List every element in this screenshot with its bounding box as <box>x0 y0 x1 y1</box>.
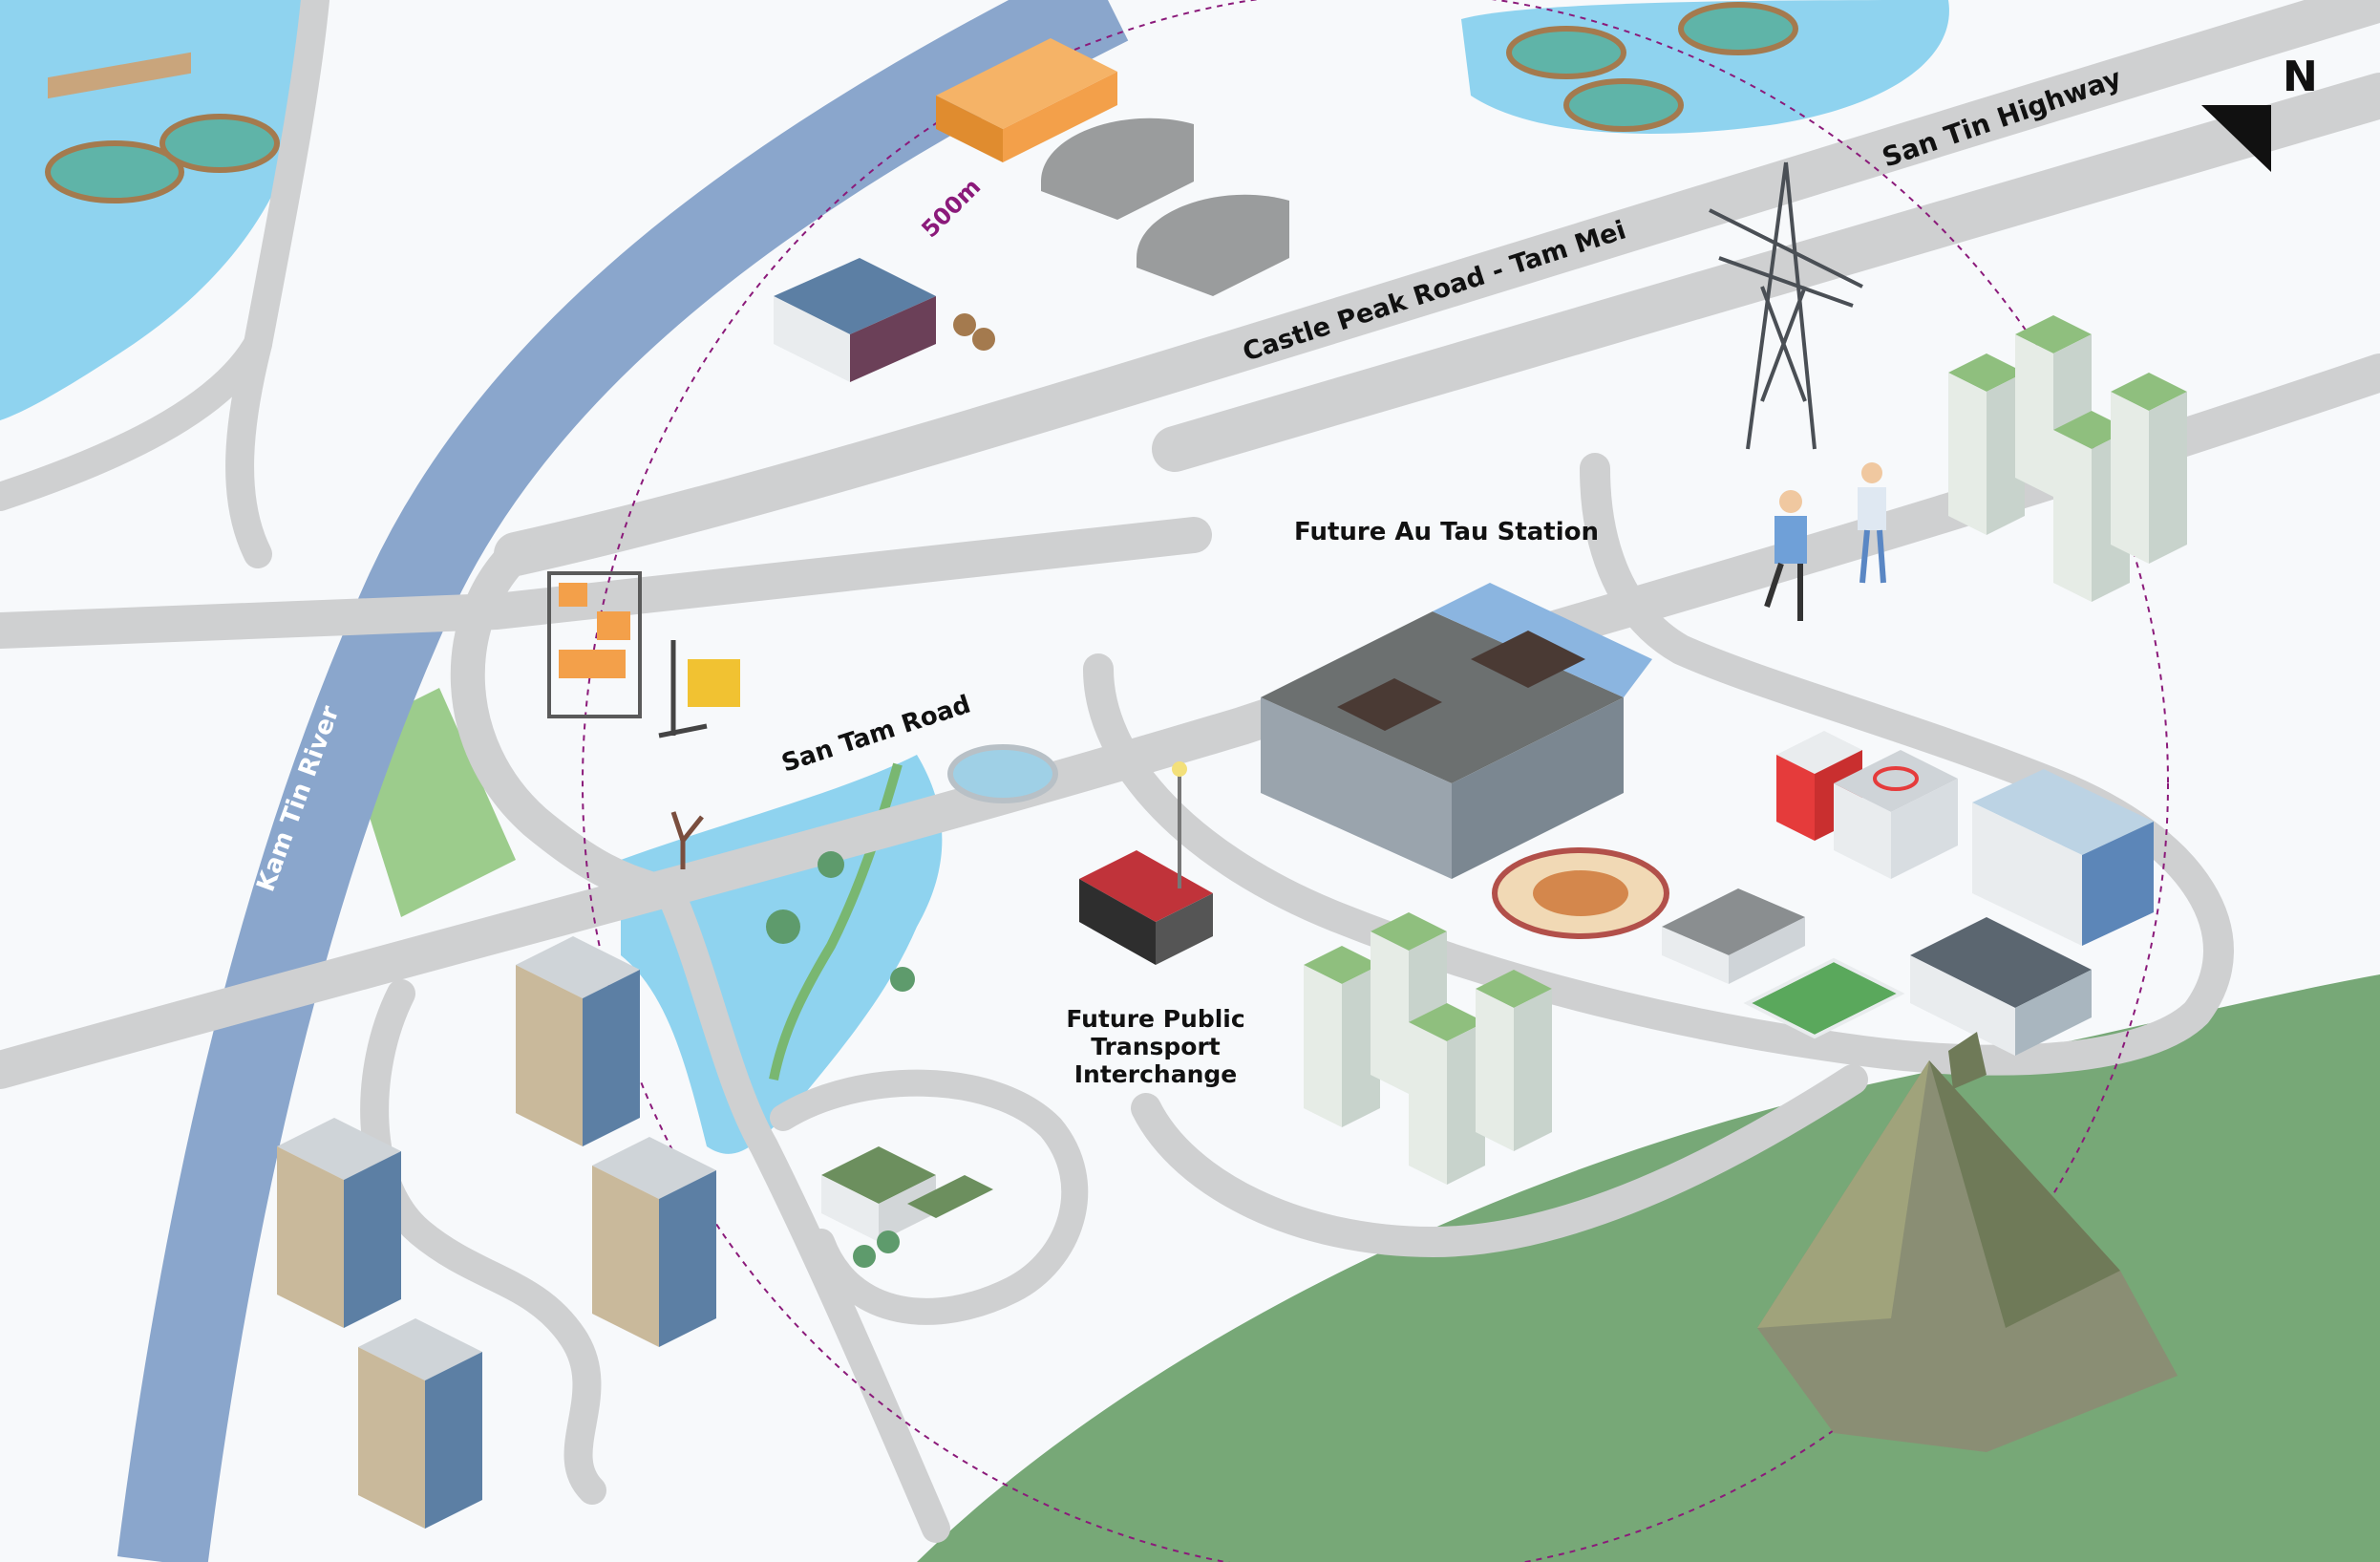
sewage-plant-icon <box>947 744 1058 803</box>
hospital-icon <box>1834 750 1958 879</box>
station-building-icon <box>1261 583 1652 879</box>
factory-icon <box>774 258 995 382</box>
football-pitch-icon <box>1743 957 1905 1039</box>
future-station-label: Future Au Tau Station <box>1294 518 1599 546</box>
radius-circle <box>582 0 2169 1562</box>
people-icon <box>1764 462 1886 621</box>
mangrove-icon <box>670 811 915 1268</box>
apartment-tower-icon <box>1948 315 2187 602</box>
shed-icon <box>1041 118 1289 296</box>
interchange-label-line-2: Transport <box>1091 1033 1221 1060</box>
interchange-label-line-1: Future Public <box>1066 1005 1244 1033</box>
kam-tin-river <box>117 0 1129 1562</box>
interchange-label-line-3: Interchange <box>1074 1060 1237 1088</box>
fish-pond-icon <box>45 2 1798 203</box>
hill-icon <box>1757 1032 2178 1452</box>
school-icon <box>1910 917 2092 1056</box>
school-icon <box>1972 769 2154 946</box>
bus-icon <box>1079 761 1213 965</box>
apartment-tower-icon <box>1304 912 1552 1185</box>
stadium-icon <box>1492 847 1669 939</box>
compass-label: N <box>2283 53 2318 101</box>
warehouse-icon <box>936 38 1117 162</box>
pylon-icon <box>1709 161 1863 450</box>
storage-rack-icon <box>547 571 642 718</box>
fire-station-icon <box>1776 731 1862 841</box>
north-arrow-icon: N <box>2201 53 2318 172</box>
village-house-icon <box>821 888 1805 1242</box>
forklift-icon <box>658 640 740 738</box>
office-tower-icon <box>277 936 716 1529</box>
fish-pond-west <box>0 0 315 420</box>
